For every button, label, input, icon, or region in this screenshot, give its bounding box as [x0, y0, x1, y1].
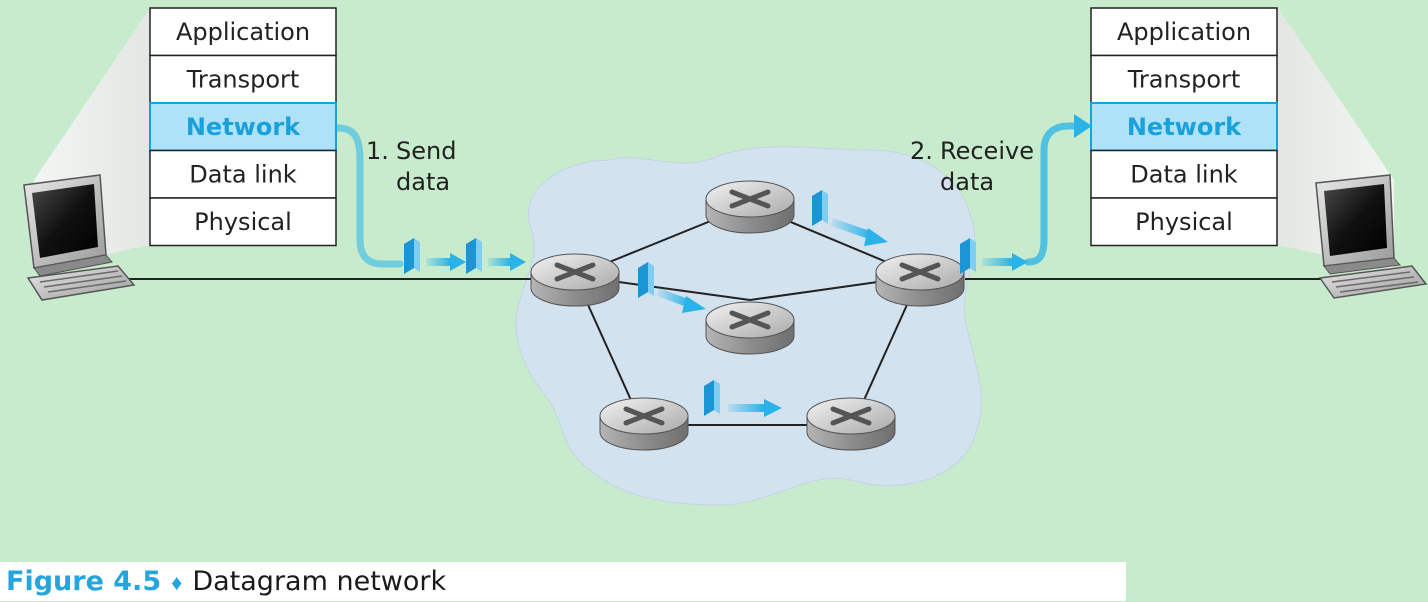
- left-stack-layer-transport: Transport: [186, 65, 300, 93]
- router-icon: [706, 181, 794, 233]
- send-step-label: Send: [396, 137, 456, 165]
- left-stack-layer-application: Application: [176, 18, 310, 46]
- router-icon: [706, 302, 794, 354]
- left-stack-layer-data-link: Data link: [189, 160, 296, 188]
- caption-bar: [0, 562, 1126, 601]
- router-icon: [876, 254, 964, 306]
- receive-arrowhead: [1074, 114, 1092, 138]
- left-host-computer-icon: [23, 174, 136, 301]
- send-step-data-label: data: [396, 168, 450, 196]
- left-stack-layer-box: [149, 197, 337, 247]
- receive-path-arrow: [1024, 122, 1080, 266]
- network-packet-middle: [638, 262, 706, 313]
- router-icon: [807, 398, 895, 450]
- send-step-number: 1.: [366, 137, 389, 165]
- network-packet-top: [812, 190, 888, 246]
- right-stack-layer-box: [1090, 197, 1278, 247]
- right-stack-layer-box: [1090, 149, 1278, 199]
- right-stack-layer-physical: Physical: [1135, 208, 1233, 236]
- send-path-arrow: [334, 124, 404, 268]
- right-stack-layer-box: [1090, 102, 1278, 152]
- left-stack-layer-physical: Physical: [194, 208, 292, 236]
- left-stack-layer-box: [149, 149, 337, 199]
- receive-packets: [960, 238, 1028, 274]
- router-icon: [600, 398, 688, 450]
- network-packet-bottom: [704, 380, 782, 417]
- right-stack-layer-data-link: Data link: [1130, 160, 1237, 188]
- right-stack-layer-transport: Transport: [1127, 65, 1241, 93]
- caption-bullet-icon: ♦: [171, 570, 183, 595]
- right-host-computer-icon: [1315, 174, 1428, 299]
- figure-title: Datagram network: [192, 566, 447, 597]
- right-stack-layer-box: [1090, 7, 1278, 57]
- right-stack-layer-network: Network: [1127, 113, 1242, 141]
- receive-step-number: 2.: [910, 137, 933, 165]
- figure-caption: Figure 4.5 ♦ Datagram network: [6, 562, 446, 601]
- receive-step-label: Receive: [940, 137, 1034, 165]
- left-stack-layer-network: Network: [186, 113, 301, 141]
- figure-label: Figure 4.5: [6, 566, 162, 597]
- left-stack-layer-box: [149, 7, 337, 57]
- router-icon: [531, 254, 619, 306]
- left-stack-layer-box: [149, 54, 337, 104]
- right-stack-layer-box: [1090, 54, 1278, 104]
- right-stack-layer-application: Application: [1117, 18, 1251, 46]
- receive-step-data-label: data: [940, 168, 994, 196]
- send-packets: [404, 238, 526, 274]
